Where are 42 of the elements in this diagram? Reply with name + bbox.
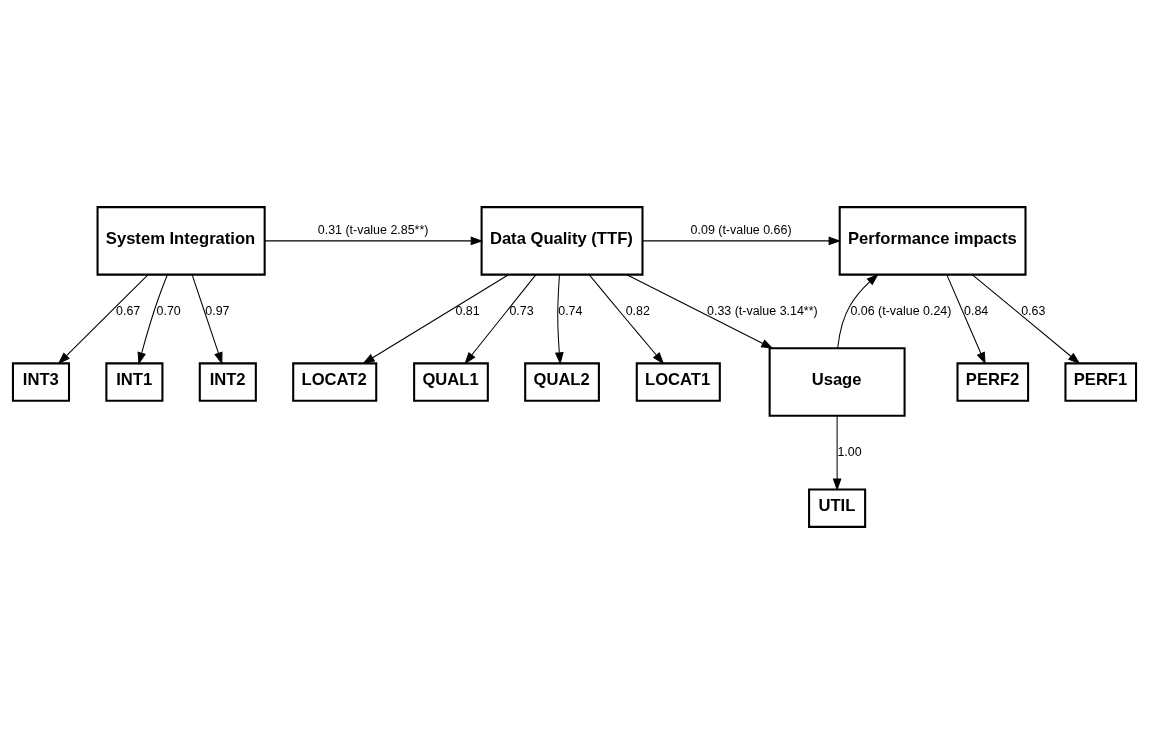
arrow — [464, 273, 537, 364]
node-box: Data Quality (TTF) — [480, 205, 644, 276]
arrow — [837, 273, 879, 348]
edge-label: 0.97 — [205, 303, 230, 318]
edge-label: 0.73 — [509, 303, 534, 318]
arrow — [191, 273, 223, 365]
node-box: System Integration — [96, 205, 266, 276]
node-box: INT2 — [198, 361, 257, 402]
edge-label: 0.31 (t-value 2.85**) — [317, 222, 429, 237]
edge-label: 0.84 — [964, 303, 989, 318]
edge-label: 0.63 — [1021, 303, 1046, 318]
arrow — [832, 415, 842, 491]
arrow — [946, 273, 986, 365]
arrow — [554, 273, 564, 365]
edge-label: 0.81 — [455, 303, 480, 318]
node-box: UTIL — [808, 487, 867, 528]
node-box: Performance impacts — [838, 205, 1027, 276]
arrow — [971, 273, 1081, 364]
node-box: QUAL1 — [413, 361, 489, 402]
edge-label: 0.70 — [156, 303, 181, 318]
arrow — [588, 273, 665, 364]
node-box: LOCAT2 — [292, 361, 378, 402]
arrow — [137, 273, 168, 365]
edge-label: 0.74 — [558, 303, 583, 318]
node-box: Usage — [768, 346, 906, 417]
node-box: PERF2 — [956, 361, 1030, 402]
node-box: QUAL2 — [524, 361, 600, 402]
edge-label: 0.33 (t-value 3.14**) — [707, 303, 818, 318]
edge-label: 0.06 (t-value 0.24) — [850, 303, 952, 318]
edge-label: 1.00 — [837, 444, 862, 459]
edge-label: 0.82 — [625, 303, 650, 318]
arrow — [642, 236, 842, 245]
arrow — [264, 236, 484, 245]
node-box: PERF1 — [1064, 361, 1138, 402]
arrow — [362, 273, 509, 364]
arrow — [57, 273, 149, 364]
node-box: INT1 — [105, 361, 164, 402]
edge-label: 0.67 — [116, 303, 141, 318]
node-box: INT3 — [11, 361, 71, 402]
edge-label: 0.09 (t-value 0.66) — [690, 222, 792, 237]
node-box: LOCAT1 — [635, 361, 721, 402]
arrow — [626, 273, 774, 349]
